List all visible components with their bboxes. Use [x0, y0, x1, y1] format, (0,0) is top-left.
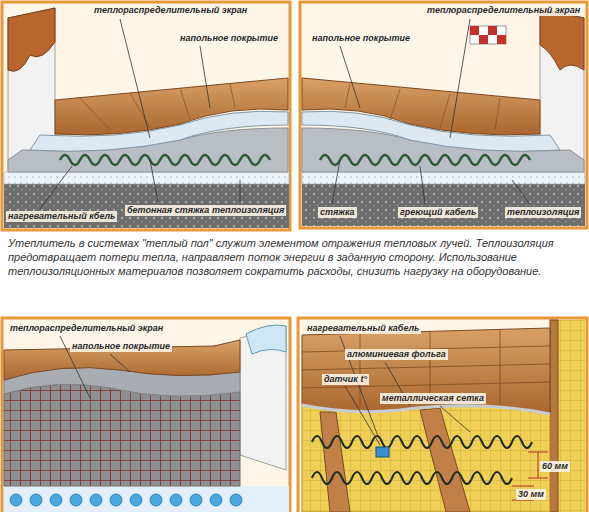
part-label: стяжка [318, 207, 357, 218]
part-label: алюминиевая фольга [345, 349, 448, 360]
part-label: металлическая сетка [380, 393, 486, 404]
part-label: греющий кабель [398, 207, 478, 218]
part-label: 60 мм [540, 461, 570, 472]
part-label: 30 мм [516, 489, 546, 500]
part-label: напольное покрытие [310, 33, 412, 44]
part-label: напольное покрытие [70, 341, 172, 352]
part-label: теплораспределительный экран [92, 5, 249, 16]
part-label: бетонная стяжка [125, 205, 211, 216]
part-label: напольное покрытие [178, 33, 280, 44]
part-label: теплоизоляция [210, 205, 286, 216]
panel-one [2, 2, 290, 230]
part-label: теплоизоляция [505, 207, 581, 218]
leader-lines [40, 19, 530, 445]
part-label: нагревательный кбель [6, 211, 117, 222]
part-label: теплораспределительный экран [425, 5, 582, 16]
caption-text: Утеплитель в системах "теплый пол" служи… [8, 236, 580, 278]
panel-four [298, 318, 587, 512]
part-label: нагревательный кабель [305, 323, 421, 334]
panel-three [2, 318, 290, 512]
tube-row [10, 494, 242, 506]
part-label: теплораспределительный экран [8, 323, 165, 334]
tile-checker [470, 26, 506, 44]
panel-two [300, 2, 587, 228]
part-label: датчик t° [322, 374, 369, 385]
